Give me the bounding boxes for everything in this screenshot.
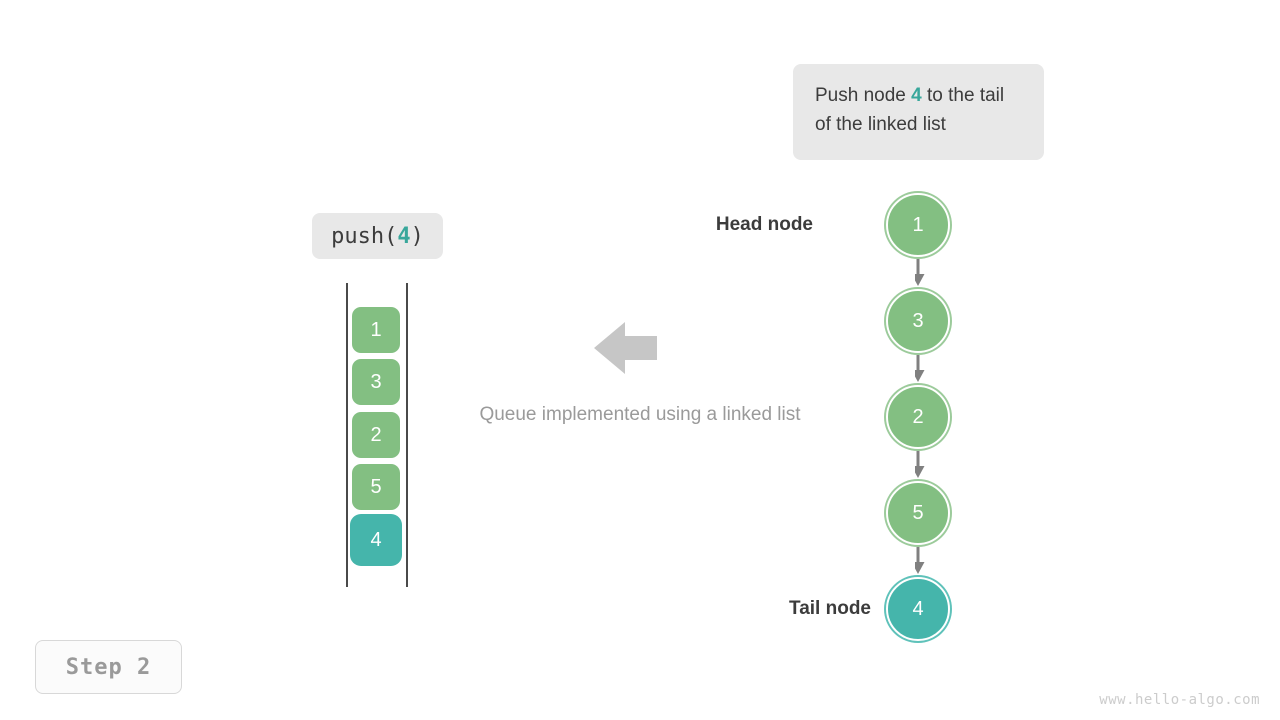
queue-array-column: 1 3 2 5 4 [345,283,409,587]
linked-list-node: 2 [886,385,950,449]
node-link-arrow [911,259,947,287]
callout-highlight-value: 4 [911,85,922,106]
queue-cell: 3 [352,359,400,405]
queue-rail-right [406,283,408,587]
linked-list-node-tail: 4 [886,577,950,641]
node-value: 1 [912,213,924,236]
callout-box: Push node 4 to the tail of the linked li… [793,64,1044,160]
linked-list-node: 3 [886,289,950,353]
node-value: 2 [912,405,924,428]
callout-text-before: Push node [815,85,912,106]
tail-node-label: Tail node [789,598,871,619]
queue-cell-value: 5 [370,475,382,498]
queue-cell-value: 2 [370,423,382,446]
node-value: 4 [912,597,924,620]
node-value: 3 [912,309,924,332]
linked-list-node-head: 1 [886,193,950,257]
node-link-arrow [911,547,947,575]
diagram-caption: Queue implemented using a linked list [479,404,801,425]
operation-label: push(4) [312,213,443,259]
step-badge: Step 2 [35,640,182,694]
linked-list-diagram: 1 3 2 5 4 [886,190,956,650]
queue-cell-new: 4 [350,514,402,566]
node-value: 5 [912,501,924,524]
queue-cell: 1 [352,307,400,353]
queue-rail-left [346,283,348,587]
operation-value: 4 [397,223,411,249]
queue-cell: 2 [352,412,400,458]
queue-cell: 5 [352,464,400,510]
node-link-arrow [911,355,947,383]
operation-suffix: ) [410,223,424,249]
queue-cell-value: 4 [370,528,382,551]
head-node-label: Head node [715,214,813,235]
left-arrow-icon [594,320,657,376]
node-link-arrow [911,451,947,479]
callout-text-after: to the tail of the linked list [815,85,1005,135]
watermark: www.hello-algo.com [1099,692,1260,708]
operation-prefix: push( [331,223,398,249]
queue-cell-value: 1 [370,318,382,341]
linked-list-node: 5 [886,481,950,545]
queue-cell-value: 3 [370,370,382,393]
